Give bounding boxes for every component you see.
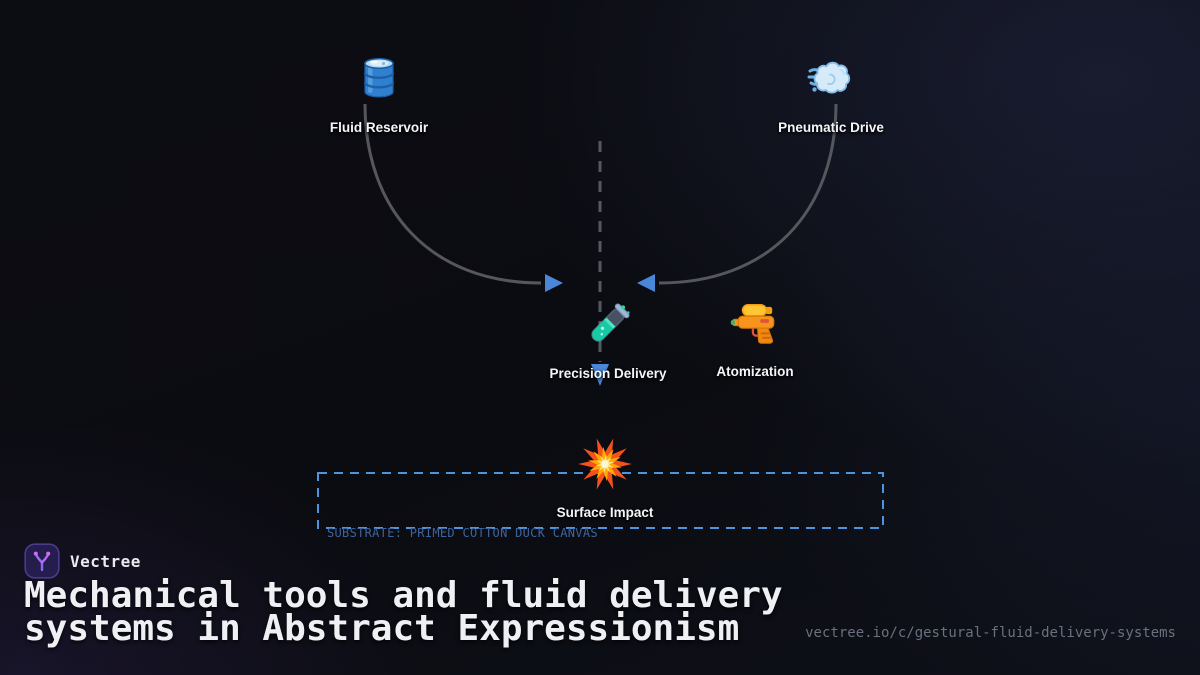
pneumatic-flow-path — [658, 103, 838, 285]
page-title: Mechanical tools and fluid delivery syst… — [24, 575, 783, 649]
flow-arrowhead-right-icon — [545, 274, 563, 292]
brand-name: Vectree — [70, 551, 141, 571]
flow-arrowhead-down-icon — [591, 364, 609, 386]
test-tube-icon — [583, 300, 633, 350]
card-url: vectree.io/c/gestural-fluid-delivery-sys… — [805, 625, 1176, 641]
node-label: Pneumatic Drive — [778, 120, 884, 135]
substrate-boundary-box — [317, 472, 884, 529]
node-precision-delivery: Precision Delivery — [498, 300, 718, 381]
node-pneumatic-drive: Pneumatic Drive — [721, 54, 941, 135]
node-atomization: Atomization — [645, 298, 865, 379]
node-fluid-reservoir: Fluid Reservoir — [269, 54, 489, 135]
reservoir-flow-path — [363, 103, 542, 285]
node-surface-impact: Surface Impact — [495, 436, 715, 520]
oil-drum-icon — [355, 54, 403, 102]
flow-arrowhead-left-icon — [637, 274, 655, 292]
vectree-branch-icon — [24, 543, 60, 579]
brand: Vectree — [24, 543, 141, 579]
water-pistol-icon — [730, 298, 780, 348]
node-label: Precision Delivery — [549, 366, 667, 381]
node-label: Surface Impact — [556, 505, 654, 520]
dash-cloud-icon — [807, 54, 855, 102]
substrate-note: SUBSTRATE: PRIMED COTTON DUCK CANVAS — [327, 526, 598, 540]
node-label: Atomization — [716, 364, 794, 379]
node-label: Fluid Reservoir — [329, 120, 429, 135]
collision-icon — [577, 436, 633, 492]
